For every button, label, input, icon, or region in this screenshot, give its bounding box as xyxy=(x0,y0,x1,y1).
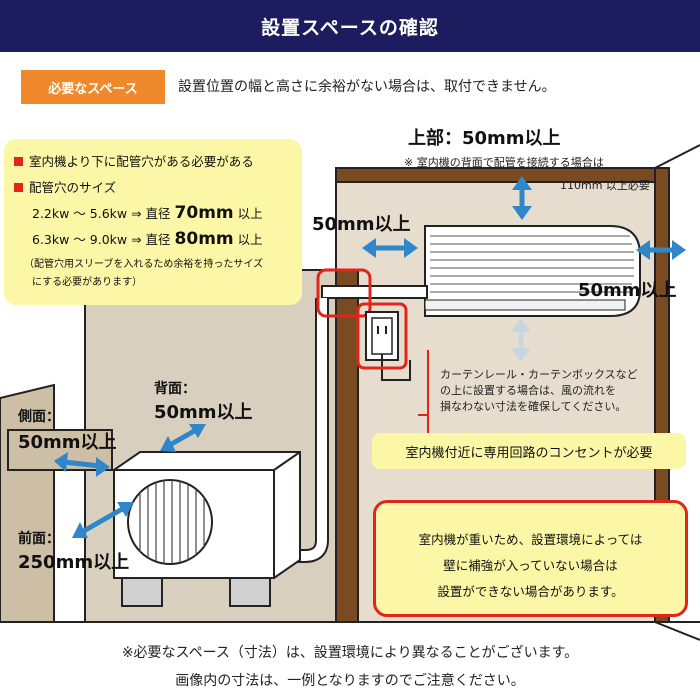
outlet-highlight xyxy=(356,302,408,370)
pipe-hole-highlight xyxy=(316,268,372,318)
sleeve-note-1: （配管穴用スリーブを入れるため余裕を持ったサイズ xyxy=(24,259,264,270)
hole-size-range-1: 2.2kw 〜 5.6kw ⇒ 直径 70mm 以上 xyxy=(32,203,263,223)
indoor-unit xyxy=(424,225,641,317)
wood-pillar xyxy=(335,269,359,623)
requirement-item-2: 配管穴のサイズ xyxy=(14,177,116,196)
outdoor-side-label: 側面： xyxy=(18,409,60,425)
curtain-note-3: 損なわない寸法を確保してください。 xyxy=(440,400,627,413)
pipe-hole-requirements: 室内機より下に配管穴がある必要がある 配管穴のサイズ 2.2kw 〜 5.6kw… xyxy=(4,139,302,305)
indoor-top-note-1: ※ 室内機の背面で配管を接続する場合は xyxy=(404,156,604,169)
outdoor-back-clearance: 50mm以上 xyxy=(154,402,253,423)
footer-note-2: 画像内の寸法は、一例となりますのでご注意ください。 xyxy=(175,673,525,689)
indoor-top-note-2: 110mm 以上必要 xyxy=(560,179,650,192)
curtain-note-1: カーテンレール・カーテンボックスなど xyxy=(440,368,638,381)
outdoor-side-clearance: 50mm以上 xyxy=(18,432,117,453)
outdoor-front-label: 前面： xyxy=(18,531,60,547)
outdoor-front-clearance: 250mm以上 xyxy=(18,552,130,573)
curtain-note-2: の上に設置する場合は、風の流れを xyxy=(440,384,616,397)
sleeve-note-2: にする必要があります） xyxy=(32,277,143,288)
outdoor-back-label: 背面： xyxy=(154,381,196,397)
footer-note-1: ※必要なスペース（寸法）は、設置環境により異なることがございます。 xyxy=(121,645,579,661)
hole-size-range-2: 6.3kw 〜 9.0kw ⇒ 直径 80mm 以上 xyxy=(32,229,263,249)
indoor-top-clearance: 上部：50mm以上 xyxy=(408,128,561,149)
page-title: 設置スペースの確認 xyxy=(0,0,700,52)
piping xyxy=(270,285,428,563)
warning-line-2: 壁に補強が入っていない場合は xyxy=(443,558,618,573)
outlet-note: 室内機付近に専用回路のコンセントが必要 xyxy=(372,433,686,469)
warning-line-1: 室内機が重いため、設置環境によっては xyxy=(418,532,643,547)
required-space-note: 設置位置の幅と高さに余裕がない場合は、取付できません。 xyxy=(178,79,556,95)
indoor-left-clearance: 50mm以上 xyxy=(312,214,411,235)
wall-strength-warning: 室内機が重いため、設置環境によっては 壁に補強が入っていない場合は 設置ができな… xyxy=(373,500,688,617)
curtain-arrow xyxy=(511,318,531,362)
required-space-badge: 必要なスペース xyxy=(21,70,165,104)
clearance-arrows xyxy=(54,176,686,538)
outdoor-unit xyxy=(113,451,301,607)
warning-line-3: 設置ができない場合があります。 xyxy=(437,584,624,599)
indoor-right-clearance: 50mm以上 xyxy=(578,280,677,301)
requirement-item-1: 室内機より下に配管穴がある必要がある xyxy=(14,151,254,170)
